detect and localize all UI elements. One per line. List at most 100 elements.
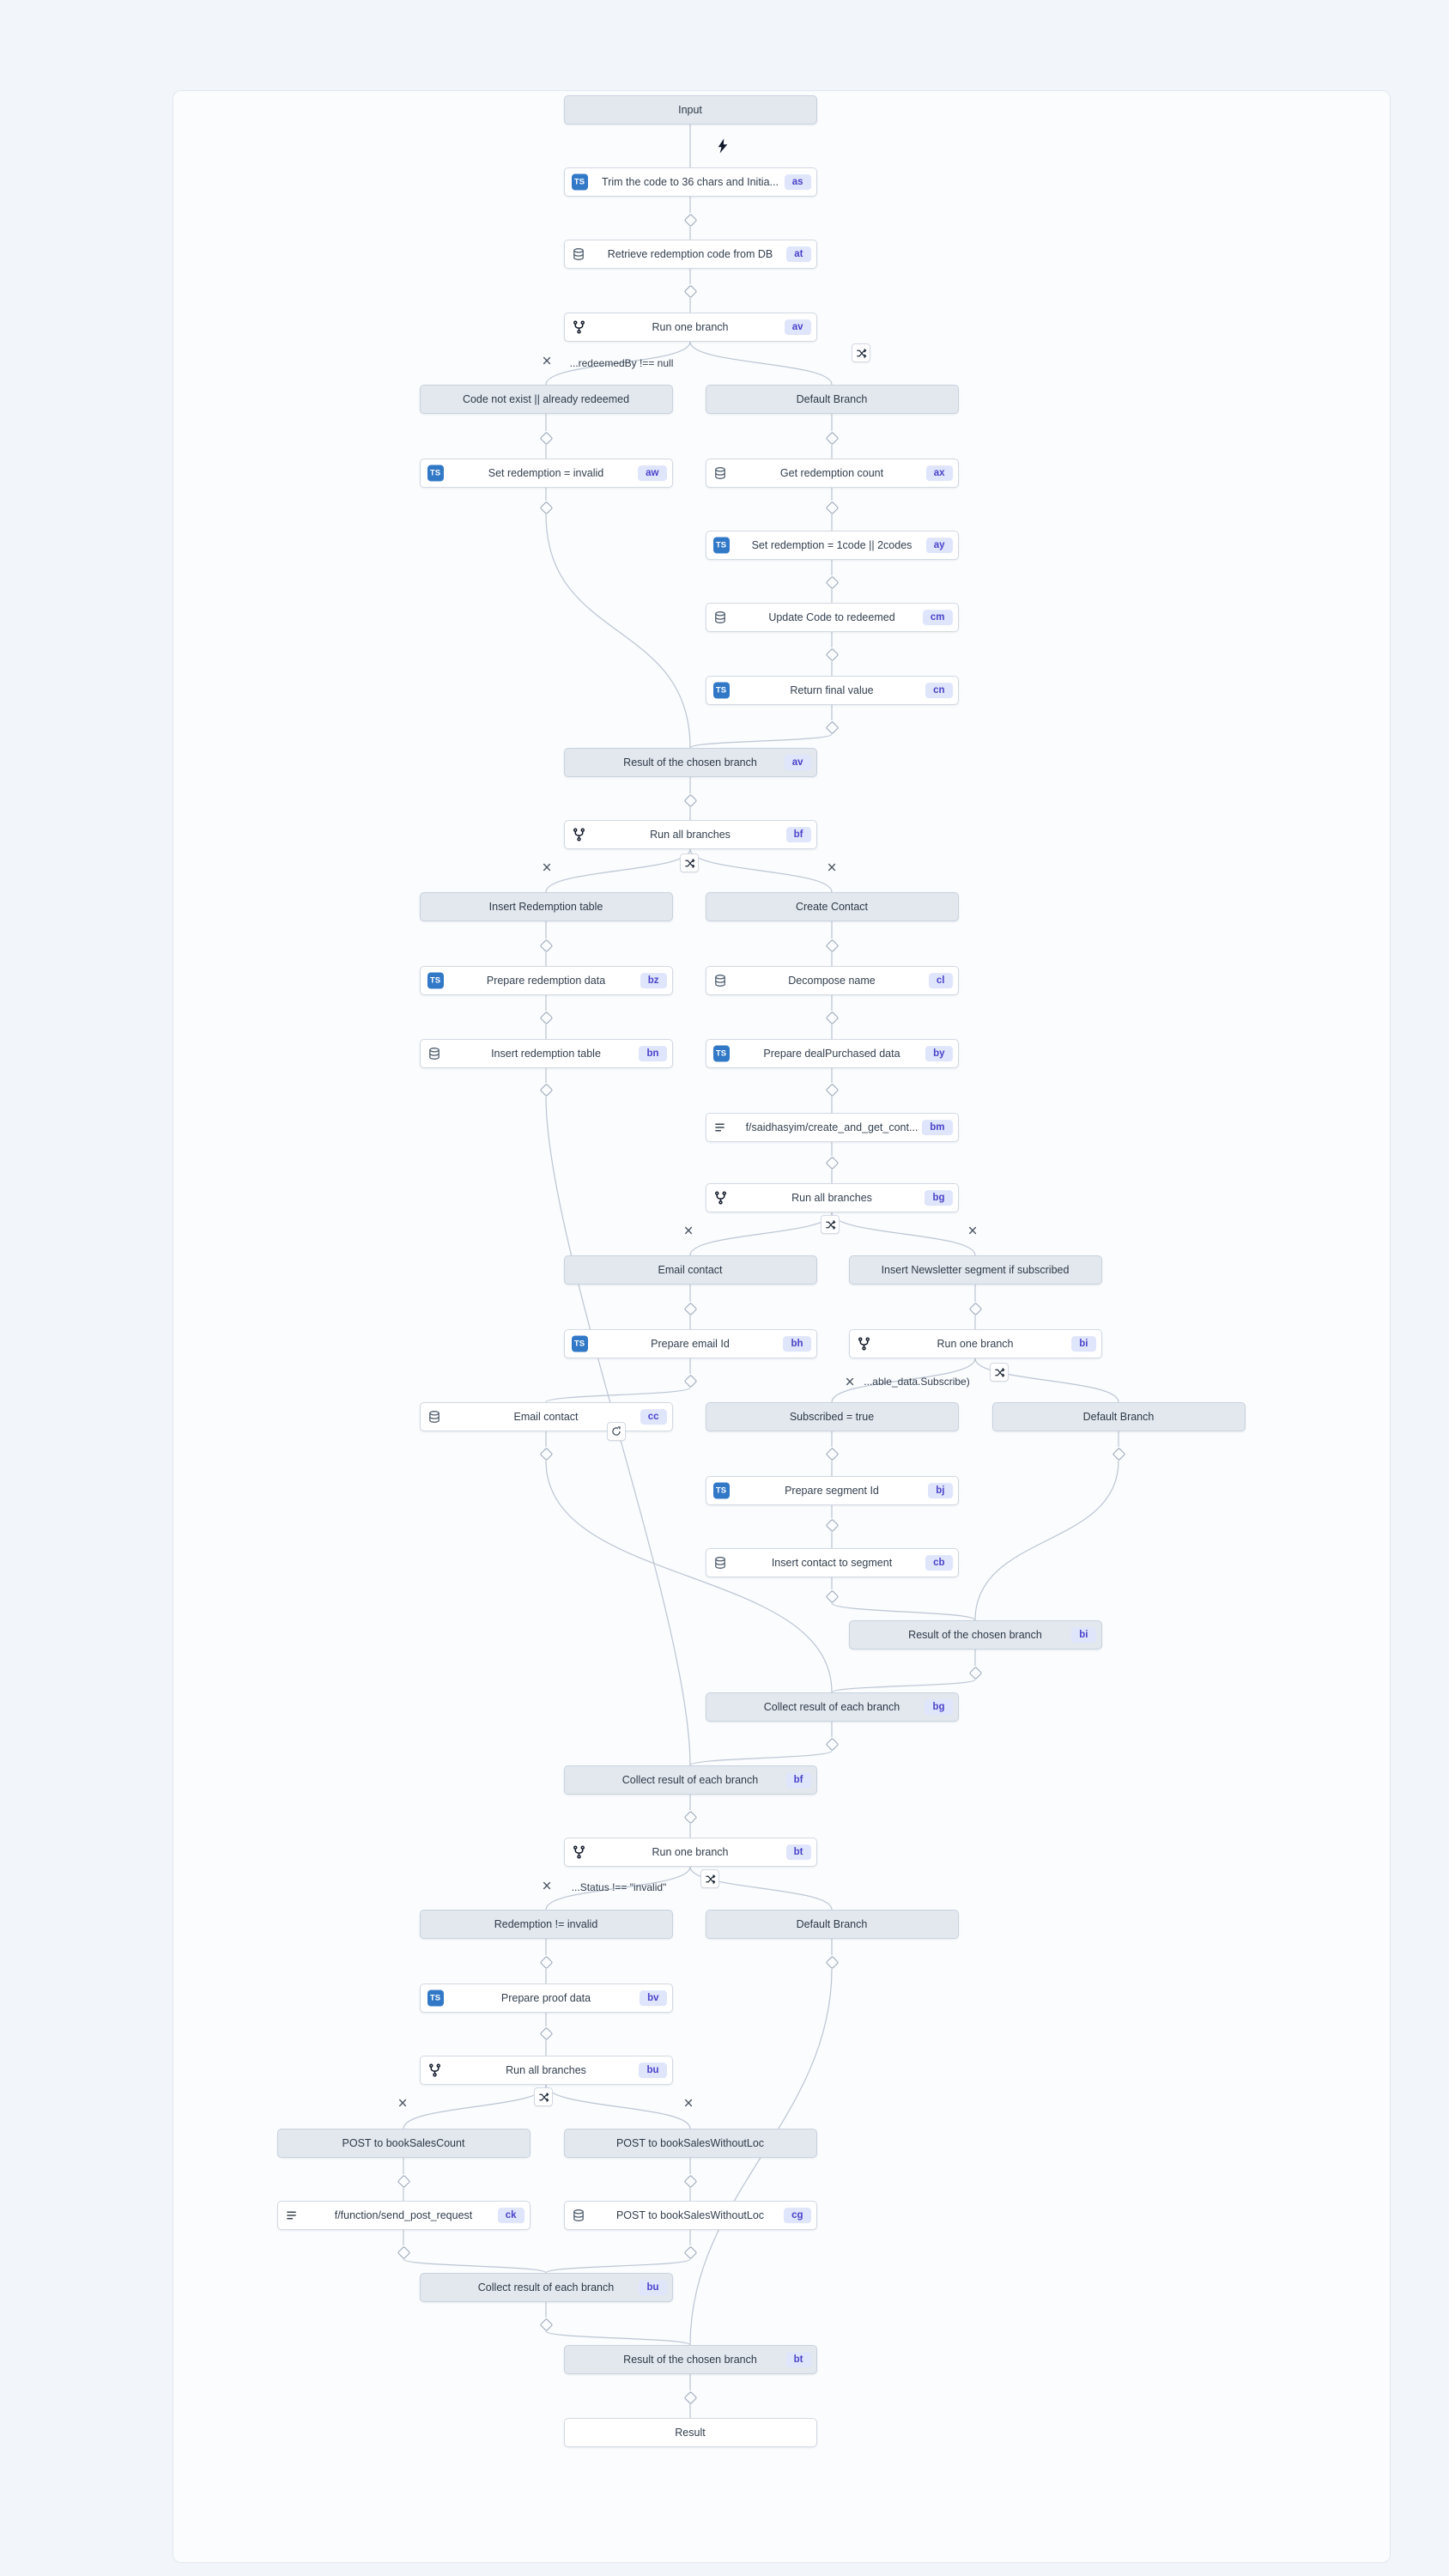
connector-diamond[interactable] [539, 2318, 553, 2331]
remove-branch-icon[interactable]: × [542, 859, 552, 878]
connector-diamond[interactable] [683, 1374, 697, 1388]
node-input[interactable]: Input [563, 95, 817, 125]
node-bh_default1[interactable]: Default Branch [705, 385, 959, 414]
module-id-badge: bg [925, 1699, 953, 1715]
node-bh_email_contact[interactable]: Email contact [563, 1255, 817, 1285]
connector-diamond[interactable] [397, 2245, 410, 2259]
remove-branch-icon[interactable]: × [683, 2094, 694, 2113]
node-result[interactable]: Result [563, 2418, 817, 2447]
node-bh_default3[interactable]: Default Branch [705, 1910, 959, 1939]
connector-diamond[interactable] [683, 2245, 697, 2259]
connector-diamond[interactable] [825, 720, 839, 734]
node-bh_post_woloc[interactable]: POST to bookSalesWithoutLoc [563, 2129, 817, 2158]
connector-diamond[interactable] [683, 793, 697, 807]
branch-shuffle-icon[interactable] [534, 2087, 553, 2106]
branch-shuffle-icon[interactable] [821, 1215, 840, 1234]
connector-diamond[interactable] [539, 2026, 553, 2040]
connector-diamond[interactable] [825, 575, 839, 589]
connector-diamond[interactable] [683, 2391, 697, 2404]
remove-branch-icon[interactable]: × [827, 859, 837, 878]
branch-condition-label: ...able_data.Subscribe) [864, 1376, 970, 1388]
connector-diamond[interactable] [825, 647, 839, 661]
connector-diamond[interactable] [539, 431, 553, 445]
remove-branch-icon[interactable]: × [397, 2094, 408, 2113]
connector-diamond[interactable] [539, 939, 553, 952]
connector-diamond[interactable] [825, 939, 839, 952]
branch-shuffle-icon[interactable] [990, 1363, 1009, 1382]
connector-diamond[interactable] [539, 1083, 553, 1097]
connector-diamond[interactable] [397, 2174, 410, 2188]
connector-diamond[interactable] [539, 501, 553, 514]
connector-diamond[interactable] [825, 1156, 839, 1170]
node-create_contact_script[interactable]: f/saidhasyim/create_and_get_cont...bm [705, 1113, 959, 1142]
connector-diamond[interactable] [683, 1810, 697, 1824]
connector-diamond[interactable] [683, 284, 697, 298]
connector-diamond[interactable] [539, 1955, 553, 1969]
node-bh_subscribed[interactable]: Subscribed = true [705, 1402, 959, 1431]
node-bh_default2[interactable]: Default Branch [991, 1402, 1246, 1431]
connector-diamond[interactable] [825, 1447, 839, 1461]
connector-diamond[interactable] [539, 1011, 553, 1024]
connector-diamond[interactable] [825, 1955, 839, 1969]
connector-diamond[interactable] [539, 1447, 553, 1461]
connector-diamond[interactable] [683, 1302, 697, 1315]
node-bh_insert_red[interactable]: Insert Redemption table [419, 892, 673, 921]
node-bh_codenotexist[interactable]: Code not exist || already redeemed [419, 385, 673, 414]
connector-diamond[interactable] [1112, 1447, 1125, 1461]
connector-diamond[interactable] [825, 1518, 839, 1532]
connector-diamond[interactable] [825, 501, 839, 514]
node-label: Update Code to redeemed [768, 611, 895, 623]
node-bh_post_count[interactable]: POST to bookSalesCount [276, 2129, 530, 2158]
node-bh_red_invalid[interactable]: Redemption != invalid [419, 1910, 673, 1939]
connector-diamond[interactable] [683, 2174, 697, 2188]
connector-diamond[interactable] [825, 1737, 839, 1751]
branch-shuffle-icon[interactable] [852, 343, 870, 362]
branch-shuffle-icon[interactable] [700, 1869, 719, 1888]
connector-diamond[interactable] [825, 1589, 839, 1603]
connector-diamond[interactable] [683, 213, 697, 227]
node-bh_newsletter[interactable]: Insert Newsletter segment if subscribed [848, 1255, 1102, 1285]
remove-branch-icon[interactable]: × [967, 1222, 978, 1241]
remove-branch-icon[interactable]: × [845, 1373, 855, 1392]
connector-diamond[interactable] [968, 1666, 982, 1680]
node-bh_create_contact[interactable]: Create Contact [705, 892, 959, 921]
branch-shuffle-icon[interactable] [680, 854, 699, 872]
connector-diamond[interactable] [825, 1011, 839, 1024]
connector-diamond[interactable] [825, 431, 839, 445]
connector-diamond[interactable] [968, 1302, 982, 1315]
remove-branch-icon[interactable]: × [542, 352, 552, 371]
connector-diamond[interactable] [825, 1083, 839, 1097]
remove-branch-icon[interactable]: × [542, 1877, 552, 1896]
remove-branch-icon[interactable]: × [683, 1222, 694, 1241]
